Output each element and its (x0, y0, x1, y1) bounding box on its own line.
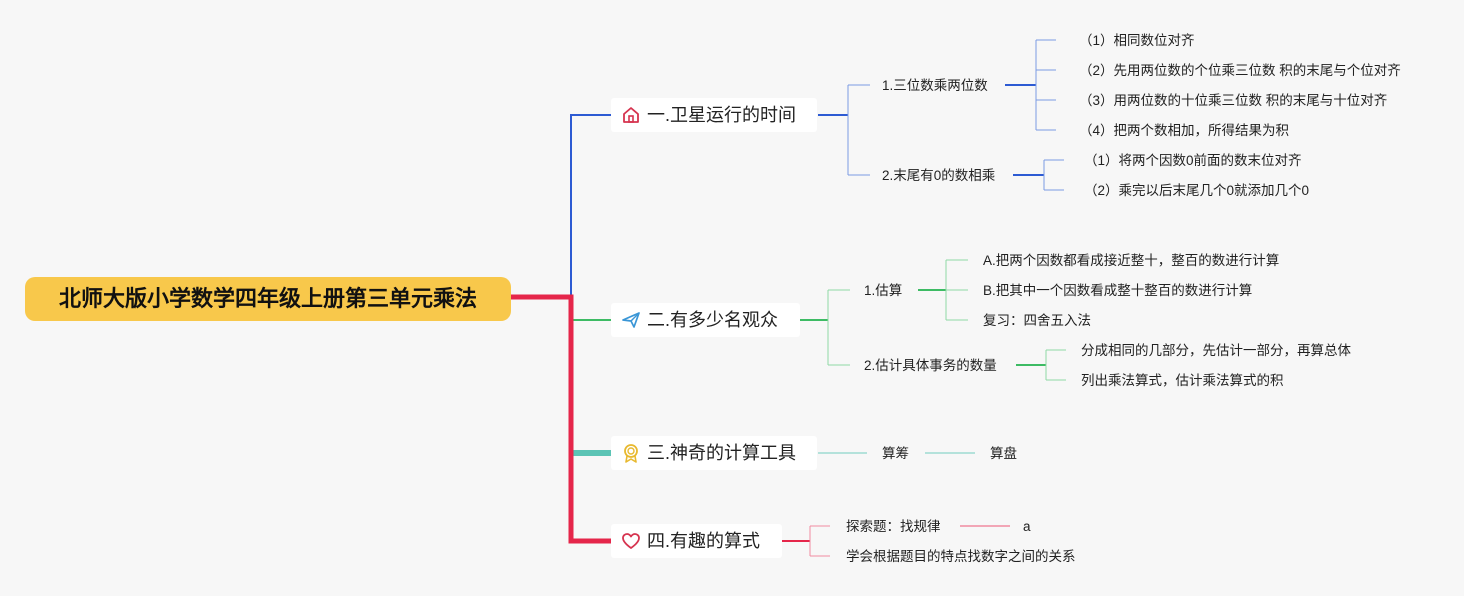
house-icon (621, 105, 641, 125)
branch-topic-3-label: 三.神奇的计算工具 (647, 443, 797, 463)
branch-topic-4[interactable]: 四.有趣的算式 (611, 524, 782, 558)
trunk-line-branch-4 (511, 294, 612, 544)
paper-plane-icon (621, 310, 641, 330)
leaf-1-1-4[interactable]: （4）把两个数相加，所得结果为积 (1079, 123, 1290, 138)
branch-1-connectors (818, 39, 1064, 191)
subtopic-3-2[interactable]: 算盘 (990, 446, 1017, 461)
subtopic-2-1[interactable]: 1.估算 (864, 283, 903, 298)
subtopic-2-2[interactable]: 2.估计具体事务的数量 (864, 358, 997, 373)
award-icon (621, 443, 641, 463)
trunk-connectors (511, 114, 612, 544)
leaf-2-2-1[interactable]: 分成相同的几部分，先估计一部分，再算总体 (1081, 343, 1351, 358)
subtopic-4-1[interactable]: 探索题：找规律 (846, 519, 941, 534)
leaf-1-2-2[interactable]: （2）乘完以后末尾几个0就添加几个0 (1084, 183, 1310, 198)
heart-icon (621, 531, 641, 551)
branch-topic-1[interactable]: 一.卫星运行的时间 (611, 98, 817, 132)
leaf-2-1-2[interactable]: B.把其中一个因数看成整十整百的数进行计算 (983, 283, 1253, 298)
branch-2-connectors (800, 259, 1066, 381)
leaf-1-2-1[interactable]: （1）将两个因数0前面的数末位对齐 (1084, 153, 1302, 168)
leaf-1-1-2[interactable]: （2）先用两位数的个位乘三位数 积的末尾与个位对齐 (1079, 63, 1401, 78)
root-topic[interactable]: 北师大版小学数学四年级上册第三单元乘法 (25, 277, 511, 321)
branch-topic-2[interactable]: 二.有多少名观众 (611, 303, 800, 337)
branch-topic-1-label: 一.卫星运行的时间 (647, 105, 797, 125)
leaf-4-1-1[interactable]: a (1023, 519, 1031, 534)
subtopic-4-2[interactable]: 学会根据题目的特点找数字之间的关系 (846, 549, 1076, 564)
branch-topic-3[interactable]: 三.神奇的计算工具 (611, 436, 817, 470)
trunk-line-branch-1 (511, 114, 612, 298)
leaf-2-2-2[interactable]: 列出乘法算式，估计乘法算式的积 (1081, 373, 1284, 388)
leaf-2-1-3[interactable]: 复习：四舍五入法 (983, 313, 1091, 328)
subtopic-3-1[interactable]: 算筹 (882, 446, 909, 461)
leaf-1-1-3[interactable]: （3）用两位数的十位乘三位数 积的末尾与十位对齐 (1079, 93, 1388, 108)
leaf-1-1-1[interactable]: （1）相同数位对齐 (1079, 33, 1195, 48)
branch-topic-2-label: 二.有多少名观众 (647, 310, 779, 330)
subtopic-1-1[interactable]: 1.三位数乘两位数 (882, 78, 988, 93)
branch-4-connectors (782, 525, 1010, 557)
leaf-2-1-1[interactable]: A.把两个因数都看成接近整十，整百的数进行计算 (983, 253, 1280, 268)
branch-topic-4-label: 四.有趣的算式 (647, 531, 761, 551)
subtopic-1-2[interactable]: 2.末尾有0的数相乘 (882, 168, 996, 183)
